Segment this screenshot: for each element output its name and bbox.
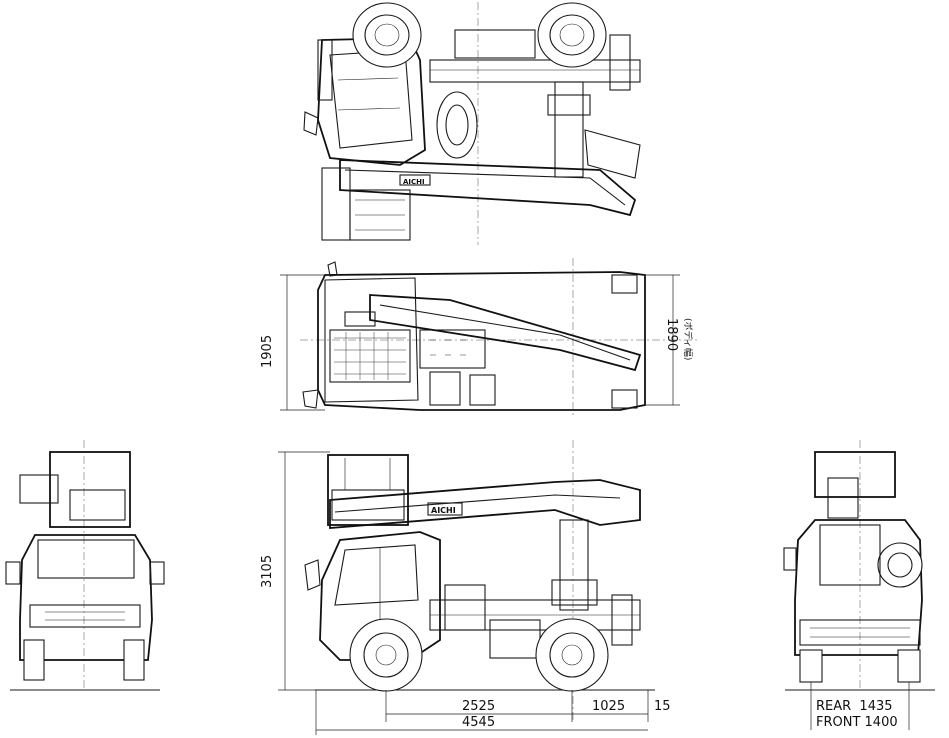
- dim-overall-height: 3105: [260, 555, 275, 588]
- plan-view: 1905 1890 (ボディ幅): [260, 258, 700, 415]
- front-view: [5, 440, 165, 691]
- rear-view: REAR 1435 FRONT 1400: [783, 440, 935, 730]
- dim-rear-track: REAR 1435: [816, 699, 893, 714]
- tire-top-left: [352, 2, 422, 68]
- dim-front-track: FRONT 1400: [816, 715, 898, 730]
- tire-side-rear: [535, 618, 609, 692]
- dim-rear-overhang: 1025: [592, 699, 625, 714]
- tire-side-front: [349, 618, 423, 692]
- basket-pattern: [334, 332, 406, 380]
- underside-view: AICHI: [303, 2, 641, 245]
- boom-logo-side: AICHI: [431, 506, 456, 515]
- dim-bed-note: (ボディ幅): [682, 318, 694, 360]
- boom-logo-top: AICHI: [403, 178, 425, 186]
- tire-top-right: [537, 2, 607, 68]
- dim-wheelbase: 2525: [462, 699, 495, 714]
- dim-rear-offset: 15: [654, 699, 671, 714]
- dim-overall-length: 4545: [462, 715, 495, 730]
- dim-body-width: 1905: [260, 335, 275, 368]
- side-view: AICHI 3105 2525: [260, 440, 671, 735]
- dim-bed-width: 1890: [664, 318, 679, 351]
